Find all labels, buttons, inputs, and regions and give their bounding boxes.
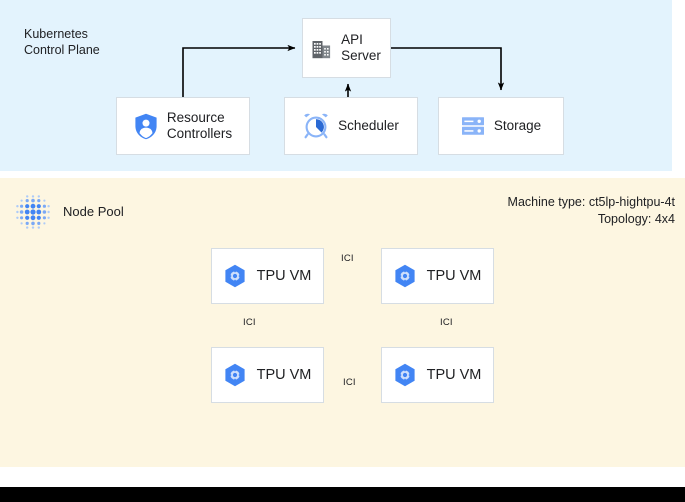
ici-label-right: ICI bbox=[440, 317, 453, 328]
node-pool-title: Node Pool bbox=[63, 204, 124, 219]
server-storage-icon bbox=[461, 117, 484, 135]
tpu-vm-top-right-box[interactable]: TPU VM bbox=[381, 248, 494, 304]
resource-controllers-label: Resource Controllers bbox=[166, 110, 233, 141]
scheduler-box[interactable]: Scheduler bbox=[284, 97, 418, 155]
api-server-label: API Server bbox=[341, 32, 381, 63]
alarm-clock-icon bbox=[304, 113, 328, 139]
storage-label: Storage bbox=[493, 118, 542, 133]
topology-text: Topology: 4x4 bbox=[597, 212, 675, 226]
tpu-vm-top-right-label: TPU VM bbox=[426, 267, 482, 284]
tpu-vm-bottom-right-box[interactable]: TPU VM bbox=[381, 347, 494, 403]
node-pool-panel bbox=[0, 178, 685, 467]
tpu-vm-bottom-right-label: TPU VM bbox=[426, 366, 482, 383]
machine-type-text: Machine type: ct5lp-hightpu-4t bbox=[507, 195, 675, 209]
tpu-hexagon-icon bbox=[225, 363, 245, 387]
building-icon bbox=[312, 41, 331, 59]
storage-box[interactable]: Storage bbox=[438, 97, 564, 155]
tpu-vm-bottom-left-label: TPU VM bbox=[256, 366, 312, 383]
shield-person-icon bbox=[135, 113, 157, 139]
tpu-hexagon-icon bbox=[395, 363, 415, 387]
bottom-bar bbox=[0, 487, 685, 502]
tpu-vm-top-left-box[interactable]: TPU VM bbox=[211, 248, 324, 304]
dot-grid-icon bbox=[16, 195, 50, 229]
tpu-vm-bottom-left-box[interactable]: TPU VM bbox=[211, 347, 324, 403]
ici-label-top: ICI bbox=[341, 253, 354, 264]
ici-label-left: ICI bbox=[243, 317, 256, 328]
resource-controllers-box[interactable]: Resource Controllers bbox=[116, 97, 250, 155]
api-server-box[interactable]: API Server bbox=[302, 18, 391, 78]
scheduler-label: Scheduler bbox=[338, 118, 399, 133]
tpu-hexagon-icon bbox=[395, 264, 415, 288]
ici-label-bottom: ICI bbox=[343, 377, 356, 388]
tpu-hexagon-icon bbox=[225, 264, 245, 288]
node-pool-meta: Machine type: ct5lp-hightpu-4t Topology:… bbox=[508, 194, 675, 228]
tpu-vm-top-left-label: TPU VM bbox=[256, 267, 312, 284]
control-plane-title: Kubernetes Control Plane bbox=[24, 27, 100, 57]
